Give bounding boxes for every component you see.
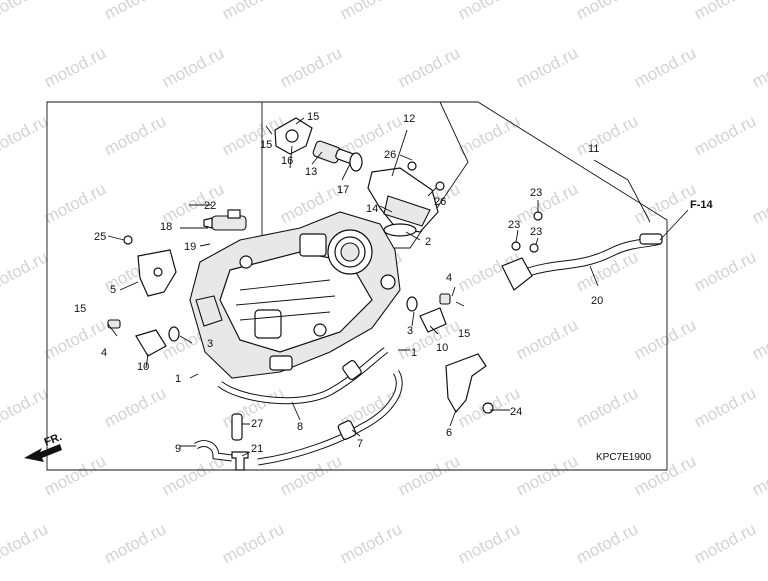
callout-number: 15 xyxy=(260,139,272,151)
fitting-10-right xyxy=(406,293,451,333)
callout-labels: 1123344567891010111213141515151516171819… xyxy=(74,111,603,455)
watermark-text: motod.ru xyxy=(691,247,759,295)
callout-number: 23 xyxy=(530,226,542,238)
watermark-text: motod.ru xyxy=(573,519,641,567)
watermark-text: motod.ru xyxy=(749,179,768,227)
sub-assembly-outline xyxy=(261,101,469,249)
callout-number: 6 xyxy=(446,427,452,439)
watermark-text: motod.ru xyxy=(0,111,51,159)
callout-number: 13 xyxy=(305,166,317,178)
watermark-text: motod.ru xyxy=(101,111,169,159)
callout-number: 7 xyxy=(357,438,363,450)
callout-number: 26 xyxy=(434,196,446,208)
bracket-6 xyxy=(445,353,494,414)
watermark-text: motod.ru xyxy=(159,43,227,91)
diagram-code: KPC7E1900 xyxy=(596,452,651,463)
watermark-text: motod.ru xyxy=(573,111,641,159)
watermark-text: motod.ru xyxy=(573,383,641,431)
callout-number: 8 xyxy=(297,421,303,433)
watermark-text: motod.ru xyxy=(101,383,169,431)
front-arrow xyxy=(24,444,62,462)
callout-number: 22 xyxy=(204,200,216,212)
watermark-text: motod.ru xyxy=(41,43,109,91)
callout-number: 10 xyxy=(137,361,149,373)
watermark-text: motod.ru xyxy=(513,179,581,227)
watermark-text: motod.ru xyxy=(513,43,581,91)
watermark-text: motod.ru xyxy=(277,43,345,91)
callout-number: 11 xyxy=(588,143,599,155)
watermark-text: motod.ru xyxy=(0,247,51,295)
watermark-text: motod.ru xyxy=(0,519,51,567)
callout-number: 4 xyxy=(446,272,452,284)
watermark-text: motod.ru xyxy=(41,315,109,363)
watermark-text: motod.ru xyxy=(337,0,405,24)
callout-number: 27 xyxy=(251,418,263,430)
callout-number: 15 xyxy=(458,328,470,340)
callout-number: 24 xyxy=(510,406,522,418)
callout-number: 23 xyxy=(530,187,542,199)
callout-number: 5 xyxy=(110,284,116,296)
callout-number: 20 xyxy=(591,295,603,307)
watermark-text: motod.ru xyxy=(455,111,523,159)
callout-number: 1 xyxy=(175,373,181,385)
idle-control-parts xyxy=(274,117,445,237)
watermark-text: motod.ru xyxy=(0,383,51,431)
watermark-text: motod.ru xyxy=(749,451,768,499)
watermark-text: motod.ru xyxy=(455,519,523,567)
callout-number: 23 xyxy=(508,219,520,231)
small-hose-parts xyxy=(194,413,249,471)
watermark-text: motod.ru xyxy=(631,43,699,91)
water-pipe-20 xyxy=(501,211,663,291)
callout-number: 18 xyxy=(160,221,172,233)
watermark-text: motod.ru xyxy=(219,0,287,24)
watermark-text: motod.ru xyxy=(691,383,759,431)
callout-number: 4 xyxy=(101,347,107,359)
callout-number: 14 xyxy=(366,203,378,215)
callout-number: 12 xyxy=(403,113,415,125)
callout-number: 21 xyxy=(251,443,263,455)
watermark-text: motod.ru xyxy=(0,0,51,24)
fitting-10-left xyxy=(107,319,180,357)
callout-number: 9 xyxy=(175,443,181,455)
callout-number: 16 xyxy=(281,155,293,167)
leader-lines xyxy=(107,117,689,457)
watermark-text: motod.ru xyxy=(337,519,405,567)
bracket-5 xyxy=(123,235,177,297)
watermark-text: motod.ru xyxy=(749,315,768,363)
throttle-body xyxy=(189,211,401,379)
callout-number: 15 xyxy=(307,111,319,123)
watermark-text: motod.ru xyxy=(101,519,169,567)
watermark-text: motod.ru xyxy=(395,451,463,499)
callout-number: 2 xyxy=(425,236,431,248)
callout-number: 10 xyxy=(436,342,448,354)
watermark-text: motod.ru xyxy=(513,315,581,363)
watermark-text: motod.ru xyxy=(101,0,169,24)
reference-label: F-14 xyxy=(690,199,714,211)
callout-number: 3 xyxy=(207,338,213,350)
callout-number: 17 xyxy=(337,184,349,196)
watermark-text: motod.ru xyxy=(41,179,109,227)
fuel-injector xyxy=(203,209,247,231)
callout-number: 25 xyxy=(94,231,106,243)
callout-number: 19 xyxy=(184,241,196,253)
watermark-text: motod.ru xyxy=(631,315,699,363)
hoses xyxy=(217,347,403,466)
callout-number: 15 xyxy=(74,303,86,315)
watermark-text: motod.ru xyxy=(691,0,759,24)
watermark-text: motod.ru xyxy=(395,43,463,91)
callout-number: 1 xyxy=(411,347,417,359)
watermark-text: motod.ru xyxy=(573,0,641,24)
callout-number: 26 xyxy=(384,149,396,161)
watermark-text: motod.ru xyxy=(455,0,523,24)
watermark-text: motod.ru xyxy=(749,43,768,91)
watermark-text: motod.ru xyxy=(691,111,759,159)
callout-number: 3 xyxy=(407,325,413,337)
watermark-text: motod.ru xyxy=(219,519,287,567)
watermark-text: motod.ru xyxy=(41,451,109,499)
watermark-text: motod.ru xyxy=(691,519,759,567)
watermark-text: motod.ru xyxy=(513,451,581,499)
